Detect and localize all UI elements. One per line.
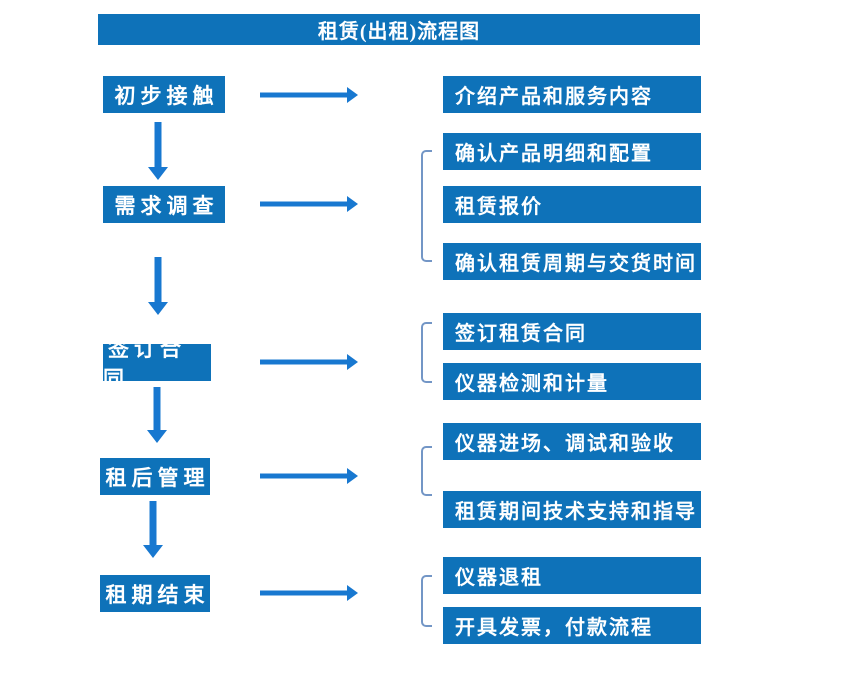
arrow-head-icon: [347, 87, 358, 103]
step-box-rental-end: 租期结束: [100, 575, 210, 612]
detail-box-confirm-period-delivery: 确认租赁周期与交货时间: [443, 243, 701, 280]
step-box-sign-contract: 签订合同: [103, 337, 211, 391]
detail-box-invoice-payment: 开具发票，付款流程: [443, 607, 701, 644]
arrow-shaft: [260, 590, 348, 596]
detail-box-instrument-inspection: 仪器检测和计量: [443, 363, 701, 400]
down-arrow-2: [148, 257, 168, 315]
arrow-head-icon: [347, 354, 358, 370]
group-bracket-needs-survey: [421, 150, 432, 262]
arrow-head-icon: [347, 468, 358, 484]
arrow-shaft: [260, 359, 348, 365]
arrow-head-icon: [347, 585, 358, 601]
step-box-initial-contact: 初步接触: [103, 76, 225, 113]
down-arrow-1: [148, 122, 168, 180]
right-arrow-5: [260, 585, 358, 601]
group-bracket-post-rental: [421, 446, 432, 496]
arrow-shaft: [154, 122, 162, 168]
detail-box-rental-quotation: 租赁报价: [443, 186, 701, 223]
arrow-head-icon: [148, 167, 168, 180]
right-arrow-2: [260, 196, 358, 212]
detail-box-confirm-product-details: 确认产品明细和配置: [443, 133, 701, 170]
right-arrow-1: [260, 87, 358, 103]
arrow-head-icon: [148, 302, 168, 315]
group-bracket-rental-end: [421, 575, 432, 627]
arrow-head-icon: [347, 196, 358, 212]
right-arrow-4: [260, 468, 358, 484]
arrow-shaft: [154, 257, 162, 303]
detail-box-instrument-setup-acceptance: 仪器进场、调试和验收: [443, 423, 701, 460]
group-bracket-sign-contract: [421, 322, 432, 383]
detail-box-technical-support: 租赁期间技术支持和指导: [443, 491, 701, 528]
arrow-shaft: [149, 501, 157, 546]
arrow-shaft: [153, 387, 161, 431]
down-arrow-3: [147, 387, 167, 443]
title-bar: 租赁(出租)流程图: [98, 14, 700, 45]
detail-box-introduce-products: 介绍产品和服务内容: [443, 76, 701, 113]
page-title: 租赁(出租)流程图: [317, 21, 481, 43]
detail-box-sign-rental-contract: 签订租赁合同: [443, 313, 701, 350]
arrow-head-icon: [147, 430, 167, 443]
right-arrow-3: [260, 354, 358, 370]
arrow-shaft: [260, 92, 348, 98]
step-box-post-rental-management: 租后管理: [100, 458, 210, 495]
detail-box-instrument-return: 仪器退租: [443, 557, 701, 594]
arrow-shaft: [260, 201, 348, 207]
down-arrow-4: [143, 501, 163, 558]
arrow-shaft: [260, 473, 348, 479]
arrow-head-icon: [143, 545, 163, 558]
step-box-needs-survey: 需求调查: [103, 186, 225, 223]
